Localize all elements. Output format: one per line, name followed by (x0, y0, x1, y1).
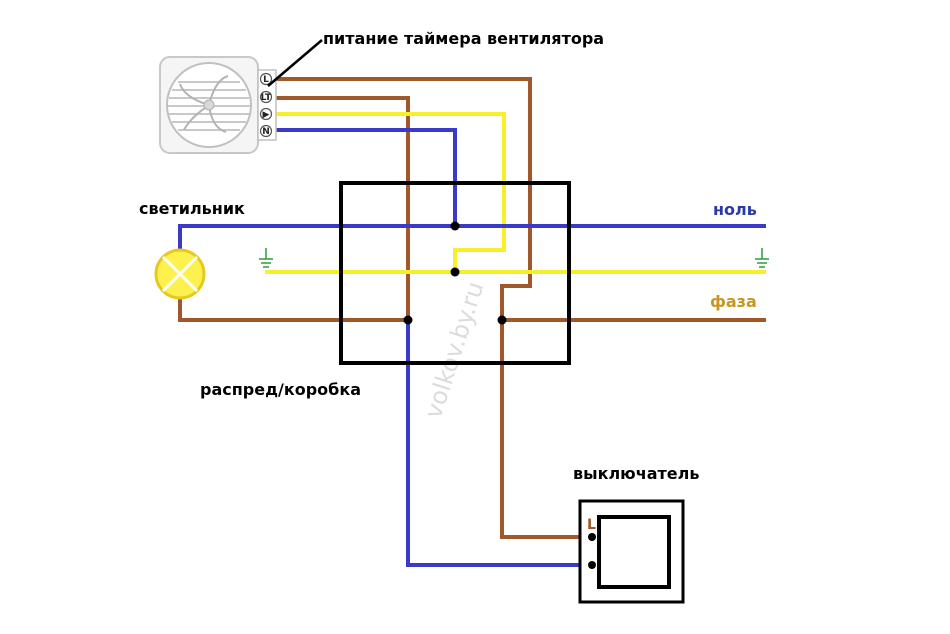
wire-fan-t (276, 112, 506, 272)
switch-icon (578, 499, 685, 604)
junction-dot-ground (450, 267, 460, 277)
junction-dot-phase (497, 315, 507, 325)
wire-switch-phase-in (500, 320, 590, 539)
switch-terminal-label: L (587, 517, 596, 533)
terminal-l-label: L (263, 75, 269, 85)
lamp-icon (154, 248, 206, 300)
terminal-t: ▶ (259, 107, 273, 121)
junction-dot-lamp (403, 315, 413, 325)
junction-box (339, 181, 571, 365)
switch-dot-in (588, 533, 596, 541)
label-switch: выключатель (573, 464, 699, 483)
terminal-lt-label: LT (261, 93, 272, 103)
terminal-n: N (259, 124, 273, 138)
fan-terminal-block (257, 69, 277, 141)
label-junction-box: распред/коробка (200, 380, 361, 399)
terminal-n-label: N (262, 127, 270, 137)
junction-dot-neutral (450, 221, 460, 231)
terminal-l: L (259, 72, 273, 86)
leader-line-fan-supply (267, 39, 323, 87)
wire-fan-lt-switched (276, 96, 410, 320)
ground-symbol-right (755, 248, 769, 268)
watermark: volkov.by.ru (419, 278, 490, 422)
switch-dot-out (588, 561, 596, 569)
label-neutral: ноль (713, 200, 757, 219)
label-fan-timer-supply: питание таймера вентилятора (323, 29, 604, 48)
wire-fan-n (276, 128, 457, 226)
label-phase: фаза (710, 292, 757, 311)
ground-symbol-left (259, 248, 273, 268)
terminal-t-label: ▶ (263, 110, 270, 120)
wire-switch-out (406, 320, 590, 567)
terminal-lt: LT (259, 90, 273, 104)
fan-icon (159, 56, 259, 154)
wire-lamp-phase (178, 297, 408, 322)
wire-fan-l-phase (276, 77, 532, 320)
label-lamp: светильник (139, 199, 245, 218)
